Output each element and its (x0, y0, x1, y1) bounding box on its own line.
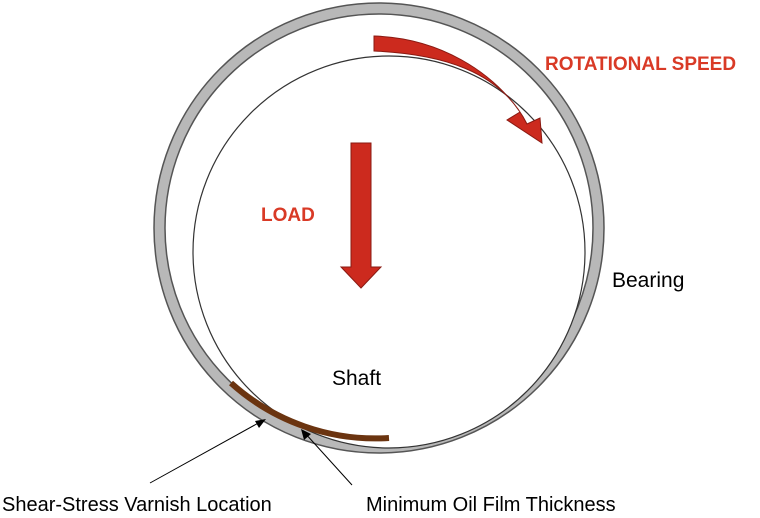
load-label: LOAD (261, 205, 315, 226)
rotational-speed-arrow (373, 35, 543, 144)
minimum-film-label: Minimum Oil Film Thickness (366, 494, 616, 516)
varnish-leader-line (149, 420, 263, 484)
varnish-deposit (228, 380, 390, 442)
film-leader-line (303, 431, 353, 486)
load-arrow (339, 142, 383, 289)
shaft-circle (192, 55, 586, 449)
varnish-location-label: Shear-Stress Varnish Location (2, 494, 272, 516)
shaft-label: Shaft (332, 367, 381, 390)
rotational-speed-label: ROTATIONAL SPEED (545, 54, 736, 75)
bearing-label: Bearing (612, 269, 684, 292)
film-leader-arrowhead (301, 429, 311, 440)
varnish-leader-arrowhead (255, 419, 266, 428)
